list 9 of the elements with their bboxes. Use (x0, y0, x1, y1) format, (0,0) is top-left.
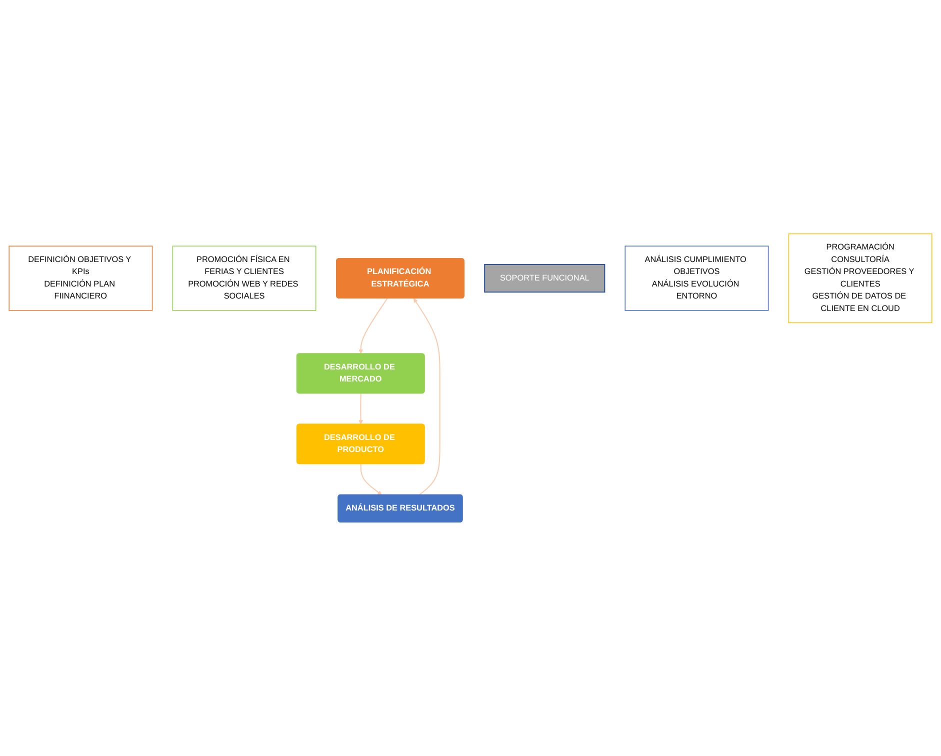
node-box: PROMOCIÓN FÍSICA EN FERIAS Y CLIENTES PROMOCIÓN WEB Y REDES SOCIALES (172, 246, 316, 311)
node-box: DEFINICIÓN OBJETIVOS Y KPIs DEFINICIÓN PLAN FIINANCIERO (8, 246, 153, 311)
node-box: PROGRAMACIÓN CONSULTORÍA GESTIÓN PROVEEDORES Y CLIENTES GESTIÓN DE DATOS DE CLIENTE EN CLOUD (788, 233, 932, 324)
arrow (414, 298, 440, 496)
arrow (360, 464, 382, 496)
node-box: SOPORTE FUNCIONAL (484, 264, 606, 293)
arrow (358, 298, 388, 354)
arrow (358, 394, 364, 424)
node-box: ANÁLISIS CUMPLIMIENTO OBJETIVOS ANÁLISIS EVOLUCIÓN ENTORNO (624, 246, 769, 311)
